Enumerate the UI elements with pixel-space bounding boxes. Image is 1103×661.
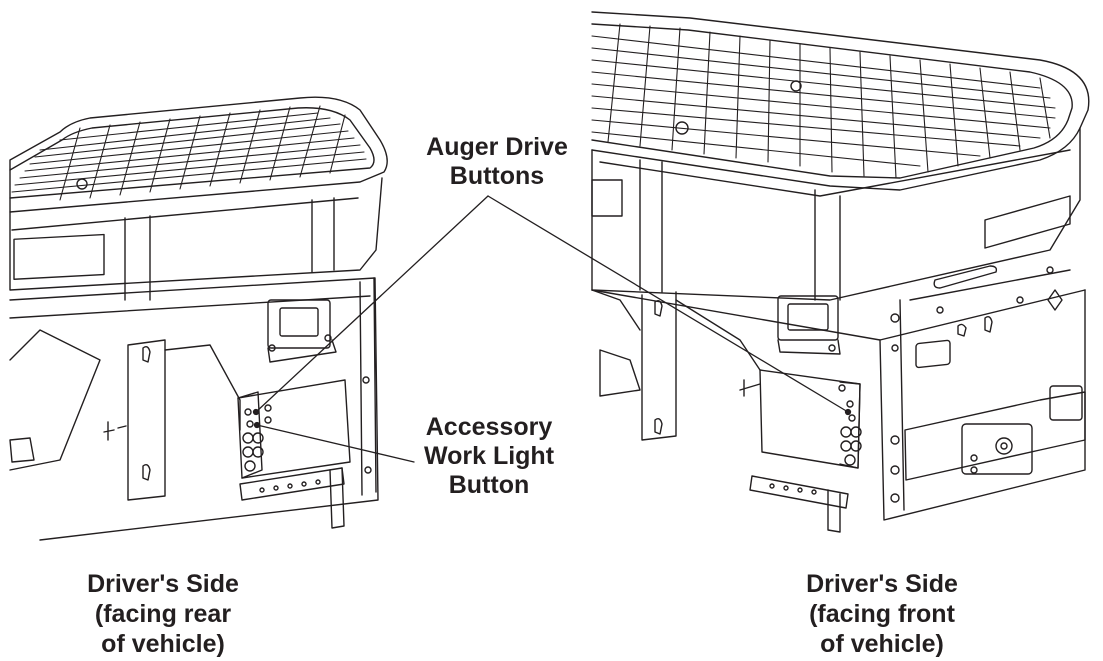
right-caption-line-3: of vehicle) — [820, 630, 944, 658]
left-view-caption: Driver's Side (facing rear of vehicle) — [78, 569, 248, 659]
left-grate — [11, 105, 367, 201]
work-light-label-line-1: Accessory — [425, 413, 553, 441]
right-caption-line-2: (facing front — [809, 600, 955, 628]
right-grate — [591, 23, 1056, 179]
right-spreader-drawing — [591, 11, 1090, 533]
work-light-label-line-2: Work Light — [423, 442, 555, 470]
auger-leader-right — [487, 195, 849, 413]
work-light-label-line-3: Button — [448, 471, 530, 499]
left-caption-line-1: Driver's Side — [87, 570, 239, 598]
left-caption-line-3: of vehicle) — [101, 630, 225, 658]
left-caption-line-2: (facing rear — [94, 600, 232, 628]
right-control-box — [759, 295, 862, 469]
auger-label-line-2: Buttons — [449, 162, 545, 190]
work-light-leader — [256, 424, 415, 463]
auger-leader-left — [255, 195, 489, 413]
left-spreader-drawing — [9, 96, 388, 541]
auger-label-line-1: Auger Drive — [426, 133, 568, 161]
right-view-caption: Driver's Side (facing front of vehicle) — [792, 569, 972, 659]
auger-drive-buttons-label: Auger Drive Buttons — [410, 133, 584, 191]
callout-leaders — [252, 195, 852, 463]
right-caption-line-1: Driver's Side — [806, 570, 958, 598]
accessory-work-light-button-label: Accessory Work Light Button — [416, 413, 562, 500]
left-control-box — [237, 334, 351, 479]
